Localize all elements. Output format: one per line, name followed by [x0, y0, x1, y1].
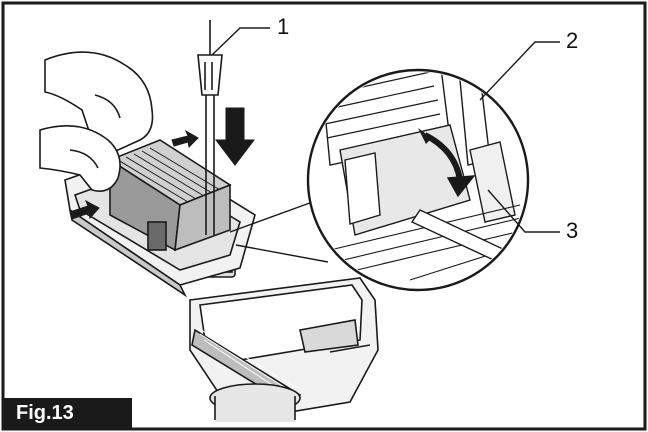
magnified-view	[306, 68, 530, 292]
figure-label: Fig.13	[4, 398, 132, 428]
hands	[39, 51, 154, 192]
arrows	[69, 107, 256, 220]
callout-1: 1	[277, 14, 290, 39]
zoom-leaders	[229, 199, 329, 263]
filter-block	[108, 139, 232, 252]
screwdriver	[197, 20, 223, 235]
device-body	[189, 277, 379, 422]
callout-3: 3	[566, 218, 579, 243]
callout-2: 2	[566, 28, 579, 53]
callout-leaders	[211, 27, 560, 233]
